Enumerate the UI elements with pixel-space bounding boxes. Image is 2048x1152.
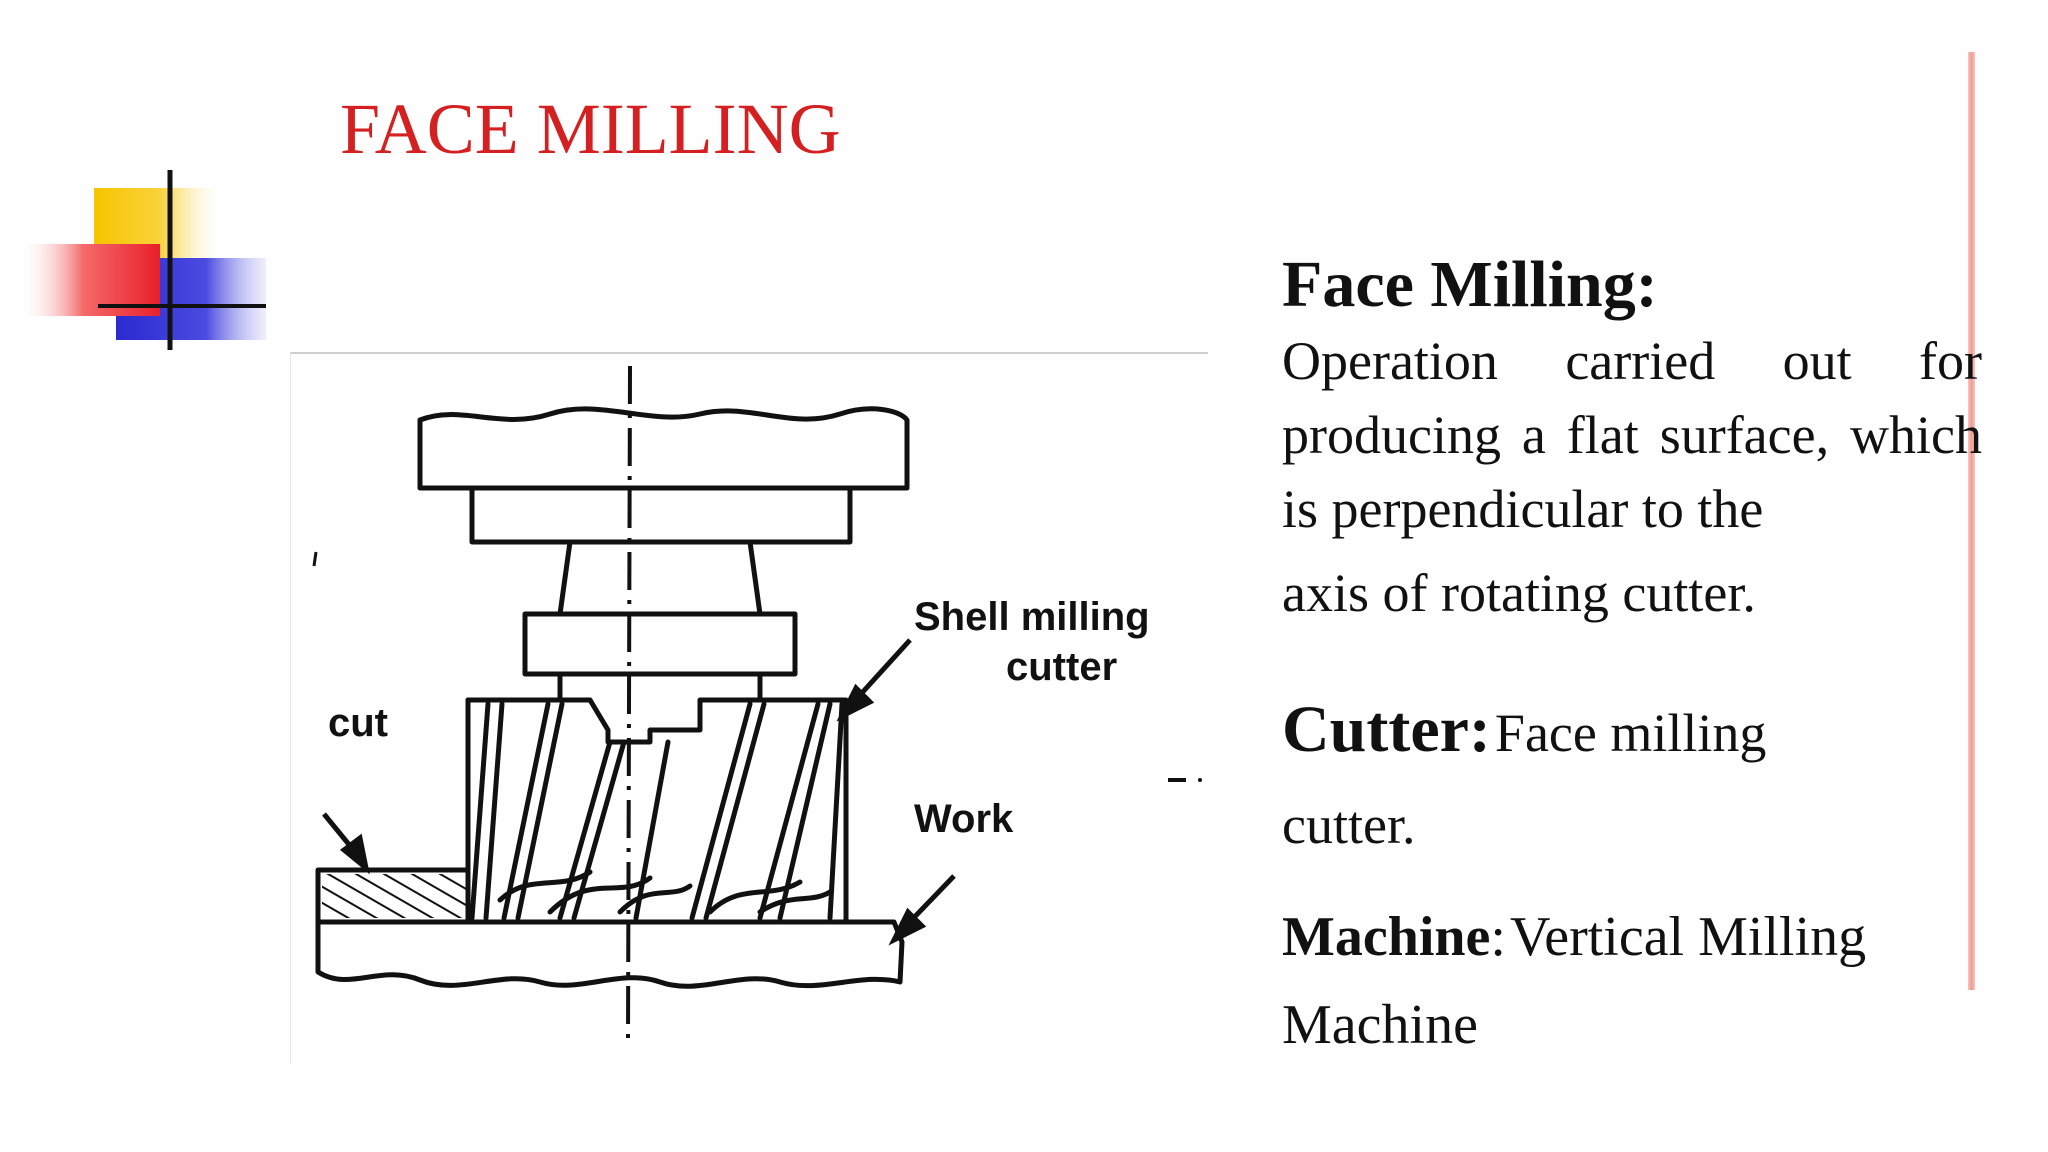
accent-rule — [1968, 52, 1975, 990]
face-milling-section: Face Milling: Operation carried out for … — [1282, 246, 1982, 630]
machine-colon: : — [1490, 906, 1506, 968]
cutter-label: Cutter: — [1282, 693, 1491, 766]
slide-title: FACE MILLING — [340, 89, 841, 169]
face-milling-description-end: axis of rotating cutter. — [1282, 563, 1756, 623]
cutter-value-end: cutter. — [1282, 795, 1416, 855]
machine-value: Vertical Milling — [1509, 906, 1867, 968]
decorative-squares-icon — [20, 170, 266, 350]
face-milling-heading: Face Milling: — [1282, 248, 1658, 321]
face-milling-diagram: Shell milling cutter Work cut — [312, 365, 1202, 1043]
machine-label: Machine — [1282, 906, 1491, 968]
work-label: Work — [914, 797, 1014, 841]
figure-frame — [290, 352, 1208, 1064]
machine-section: Machine: Vertical Milling Machine — [1282, 900, 1982, 1062]
cutter-value: Face milling — [1494, 703, 1767, 763]
face-milling-description: Operation carried out for producing a fl… — [1282, 331, 1982, 539]
machine-value-end: Machine — [1282, 994, 1478, 1056]
shell-cutter-label-1: Shell milling — [914, 595, 1150, 639]
shell-cutter-label-2: cutter — [1006, 645, 1117, 689]
cutter-section: Cutter: Face milling cutter. — [1282, 688, 1982, 861]
cut-label: cut — [328, 701, 388, 745]
